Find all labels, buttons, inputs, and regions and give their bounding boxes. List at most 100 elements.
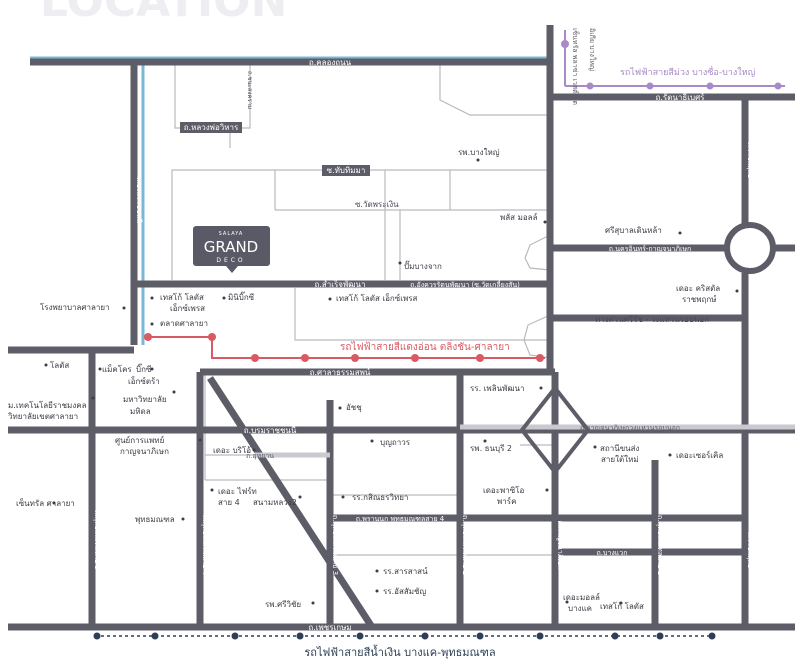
blue-station-dot (476, 632, 484, 640)
road-label: ถ.ราชพฤกษ์ (746, 142, 754, 179)
interchange-circle (724, 222, 776, 274)
blue-station-dot (611, 632, 619, 640)
place-label: โลตัส (50, 360, 69, 370)
place-label: บิ๊กซี (136, 363, 152, 374)
purple-station-dot (586, 82, 594, 90)
place-label: รพ. ธนบุรี 2 (470, 444, 512, 453)
minor-road-labels: ถ.หลวงพ่อวิหาร ซ.ทับทิมมา ซ.วัดพระเงิน ถ… (180, 71, 520, 289)
place-label: บุญถาวร (380, 438, 411, 447)
red-station-dot (208, 333, 216, 341)
road-label: ถ.บางแวก (597, 549, 628, 557)
blue-station-dot (536, 632, 544, 640)
purple-line (561, 30, 785, 90)
project-marker[interactable]: SALAYA GRAND DECO (193, 226, 270, 273)
place-label: ม.เทคโนโลยีราชมงคล (8, 400, 87, 410)
purple-line-caption: รถไฟฟ้าสายสีม่วง บางซื่อ-บางใหญ่ (620, 65, 756, 78)
place-label: มินิบิ๊กซี (228, 291, 255, 302)
road-label: ซ.วัดพระเงิน (355, 200, 399, 209)
place-label: เดอะพาซิโอ (483, 485, 525, 495)
place-label: สาย 4 (218, 498, 240, 507)
road-label: ถ.ศาลาธรรมสพน์ (310, 367, 371, 377)
place-label: เดอะ ไฟร์ท (218, 486, 257, 496)
road-label: ถ.บรมราชชนนี (135, 177, 143, 223)
road-label: ถ.พรานนก พุทธมณฑลสาย 4 (356, 515, 445, 523)
place-label: ศรีสุบาลเดินหล้า (605, 226, 662, 235)
place-label: รร.สารสาสน์ (383, 566, 428, 576)
road-label: ซ.ทับทิมมา (327, 166, 366, 175)
road-label: ถ.กาญจนาภิเษก (556, 520, 564, 569)
canal-lines (30, 56, 550, 345)
place-label: เดอะเซอร์เคิล (676, 450, 723, 460)
road-label: ถ.สำเร็จพัฒนา (315, 279, 366, 289)
road-label: ถ.นครอินทร์-กาญจนาภิเษก (609, 245, 691, 253)
blue-station-dot (93, 632, 101, 640)
road-label: ถ.เพชรเกษม (308, 623, 351, 632)
place-label: สายใต้ใหม่ (601, 455, 639, 464)
road-label: ถ.พุทธมณฑลสาย 2 (461, 515, 469, 575)
motorway-caption: ทางด่วนศรีรัช - วงแหวนรอบนอก (595, 315, 709, 324)
place-label: มหาวิทยาลัย (123, 395, 167, 404)
red-station-dot (301, 354, 309, 362)
place-label: เอ็กซ์เพรส (170, 303, 205, 313)
project-brand-sub: DECO (216, 257, 245, 264)
major-roads (8, 25, 795, 631)
purple-station-dot (774, 82, 782, 90)
road-label: ถ.พุทธมณฑลสาย 3 (331, 515, 339, 575)
place-label: รร.อัสสัมชัญ (383, 587, 426, 596)
blue-station-dot (151, 632, 159, 640)
place-label: มหิดล (130, 407, 151, 416)
purple-station-label: อิเกีย บางใหญ่ (588, 28, 597, 71)
red-station-dot (251, 354, 259, 362)
place-label: รพ.บางใหญ่ (458, 148, 500, 157)
place-label: เดอะมอลล์ (563, 592, 600, 602)
place-label: รร. เพลินพัฒนา (470, 384, 525, 393)
place-label: เทสโก้ โลตัส (160, 292, 204, 302)
place-label: รพ.ศรีวิชัย (265, 600, 301, 609)
place-label: เทสโก้ โลตัส เอ็กซ์เพรส (336, 293, 418, 303)
place-label: เอ็กซ์ตร้า (128, 376, 160, 386)
place-label: เดอะ บริโอ้ (213, 445, 251, 455)
place-label: ศูนย์การแพทย์ (115, 435, 164, 446)
purple-station-dot (646, 82, 654, 90)
place-label: พลัส มอลล์ (500, 212, 538, 222)
place-label: กาญจนาภิเษก (120, 447, 169, 456)
place-label: วิทยาลัยเขตศาลายา (7, 412, 78, 421)
place-label: ตลาดศาลายา (160, 319, 208, 328)
place-label: แม็คโคร (102, 364, 132, 374)
road-label: ถ.ราชพฤกษ์ (746, 532, 754, 569)
interchange-diamond (519, 384, 591, 476)
red-station-dot (476, 354, 484, 362)
blue-station-dot (656, 632, 664, 640)
blue-station-dot (421, 632, 429, 640)
red-station-dot (536, 354, 544, 362)
place-label: สถานีขนส่ง (600, 444, 640, 453)
project-brand-top: SALAYA (219, 231, 244, 237)
place-label: โรงพยาบาลศาลายา (40, 302, 110, 312)
road-label: ถ.หลวงพ่อวิหาร (184, 123, 239, 132)
place-label: พาร์ค (497, 496, 516, 506)
road-label: ถ.บรมราชชนนี (244, 426, 297, 435)
red-station-dot (144, 333, 152, 341)
road-label: ถ.คลองถนน (309, 58, 352, 67)
blue-station-dot (231, 632, 239, 640)
blue-line (93, 632, 716, 640)
road-labels: ถ.คลองถนน ถ.รัตนาธิเบศร์ ถ.สำเร็จพัฒนา ถ… (244, 58, 705, 632)
place-label: อัชชุ (346, 403, 362, 412)
place-label: รร.กสิณธรวิทยา (352, 493, 408, 502)
place-label: ปั๊มบางจาก (404, 260, 442, 271)
place-label: พุทธมณฑล (135, 515, 175, 524)
road-label: ถ.อังควรรัตนพัฒนา (ซ.วัดเกลี้ยงสัน) (410, 278, 520, 289)
project-brand-main: GRAND (204, 238, 258, 256)
place-label: เซ็นทรัล ศาลายา (16, 498, 75, 508)
road-labels-vertical: ถ.บรมราชชนนี ถ.ราชพฤกษ์ ถ.ราชพฤกษ์ ถ.พุท… (93, 142, 754, 576)
blue-station-dot (708, 632, 716, 640)
motorway (255, 424, 795, 458)
place-label: สนามหลวง2 (253, 498, 297, 507)
purple-station-dot (561, 40, 569, 48)
minor-roads (171, 62, 555, 556)
red-station-dot (351, 354, 359, 362)
road-label: ถ.ชนะสงคราม (246, 71, 253, 109)
road-label: ถ.พุทธมณฑลสาย 1 (656, 515, 664, 575)
places: รพ.บางใหญ่ พลัส มอลล์ ศรีสุบาลเดินหล้า ป… (7, 148, 739, 613)
